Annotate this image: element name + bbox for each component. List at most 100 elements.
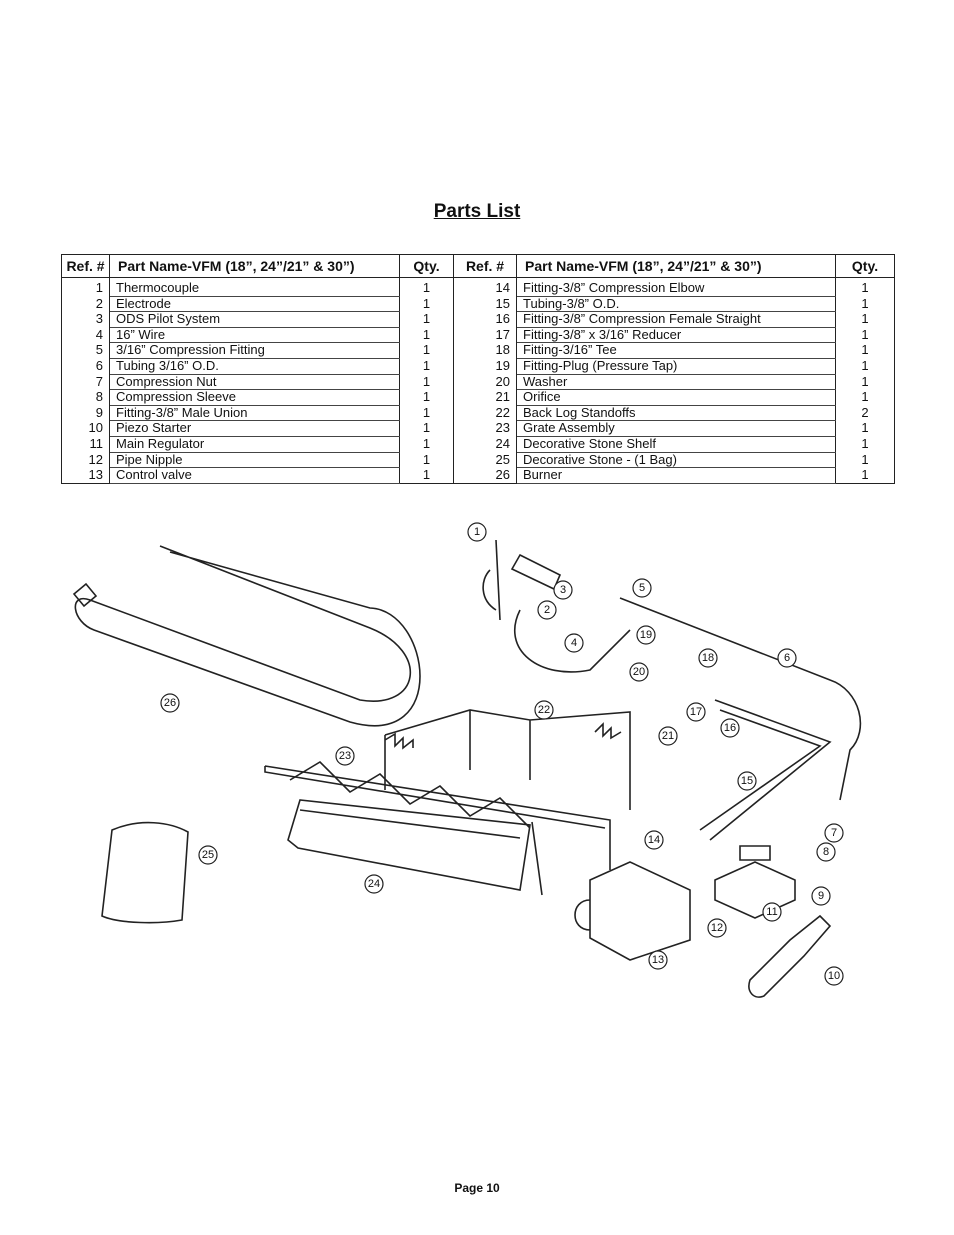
callout-9: 9 [811,886,831,906]
part-ref-cell: 19 [453,358,517,375]
part-qty-cell: 1 [399,296,454,312]
part-qty-cell: 1 [835,296,895,312]
part-ref-cell: 11 [61,436,110,453]
part-name-cell: Decorative Stone Shelf [516,436,836,453]
standoffs-drawing [384,709,631,810]
callout-label: 17 [690,706,702,718]
callout-1: 1 [467,522,487,542]
part-ref-cell: 25 [453,452,517,468]
callout-circle [632,578,652,598]
callout-label: 4 [571,637,577,649]
part-ref-cell: 6 [61,358,110,375]
callout-circle [658,726,678,746]
part-ref-cell: 2 [61,296,110,312]
callout-14: 14 [644,830,664,850]
callout-12: 12 [707,918,727,938]
part-qty-cell: 1 [835,436,895,453]
part-name-cell: Electrode [109,296,400,313]
part-name-cell: ODS Pilot System [109,311,400,328]
callout-5: 5 [632,578,652,598]
callout-15: 15 [737,771,757,791]
callout-circle [467,522,487,542]
table-header-row: Ref. # Part Name-VFM (18”, 24”/21” & 30”… [61,254,895,278]
callout-3: 3 [553,580,573,600]
part-ref-cell: 15 [453,296,517,312]
page-title: Parts List [433,201,521,222]
header-ref-left: Ref. # [61,254,110,278]
part-ref-cell: 5 [61,342,110,359]
callout-circle [816,842,836,862]
part-ref-cell: 7 [61,374,110,390]
part-qty-cell: 1 [399,311,454,328]
part-name-cell: Back Log Standoffs [516,405,836,422]
callout-label: 3 [560,584,566,596]
part-ref-cell: 24 [453,436,517,453]
callout-24: 24 [364,874,384,894]
header-name-right: Part Name-VFM (18”, 24”/21” & 30”) [516,254,836,278]
callout-label: 18 [702,652,714,664]
callout-label: 13 [652,954,664,966]
callout-label: 5 [639,582,645,594]
part-name-cell: Fitting-3/8” Compression Female Straight [516,311,836,328]
callout-label: 15 [741,775,753,787]
part-qty-cell: 1 [835,342,895,359]
part-name-cell: Fitting-3/8” Compression Elbow [516,277,836,297]
part-qty-cell: 1 [399,405,454,421]
part-name-cell: Burner [516,467,836,484]
callout-label: 10 [828,970,840,982]
part-ref-cell: 22 [453,405,517,421]
part-ref-cell: 1 [61,277,110,297]
callout-circle [824,966,844,986]
callout-label: 22 [538,704,550,716]
callout-circle [534,700,554,720]
callout-circle [824,823,844,843]
part-name-cell: Decorative Stone - (1 Bag) [516,452,836,469]
part-qty-cell: 1 [399,277,454,297]
part-name-cell: 3/16” Compression Fitting [109,342,400,359]
part-qty-cell: 1 [399,327,454,343]
control-valve-drawing [574,861,691,961]
part-qty-cell: 1 [835,311,895,328]
part-name-cell: Thermocouple [109,277,400,297]
callout-circle [160,693,180,713]
part-name-cell: 16” Wire [109,327,400,344]
part-qty-cell: 1 [399,358,454,375]
callout-label: 25 [202,849,214,861]
part-qty-cell: 2 [835,405,895,421]
part-qty-cell: 1 [399,389,454,406]
part-name-cell: Fitting-3/16” Tee [516,342,836,359]
callout-circle [698,648,718,668]
callout-21: 21 [658,726,678,746]
part-name-cell: Orifice [516,389,836,406]
callout-10: 10 [824,966,844,986]
callout-8: 8 [816,842,836,862]
part-name-cell: Piezo Starter [109,420,400,437]
callout-circle [737,771,757,791]
part-name-cell: Compression Nut [109,374,400,391]
part-ref-cell: 4 [61,327,110,343]
callout-label: 7 [831,827,837,839]
callout-label: 8 [823,846,829,858]
callout-circle [198,845,218,865]
callout-circle [537,600,557,620]
callout-circle [648,950,668,970]
part-qty-cell: 1 [399,420,454,437]
tubing-3-8-drawing [699,699,832,841]
part-qty-cell: 1 [399,436,454,453]
part-qty-cell: 1 [835,467,895,484]
part-name-cell: Tubing-3/8” O.D. [516,296,836,313]
part-name-cell: Compression Sleeve [109,389,400,406]
callout-circle [364,874,384,894]
part-qty-cell: 1 [835,374,895,390]
callout-circle [720,718,740,738]
part-qty-cell: 1 [399,374,454,390]
callout-6: 6 [777,648,797,668]
part-qty-cell: 1 [835,277,895,297]
part-ref-cell: 10 [61,420,110,437]
callout-circle [553,580,573,600]
